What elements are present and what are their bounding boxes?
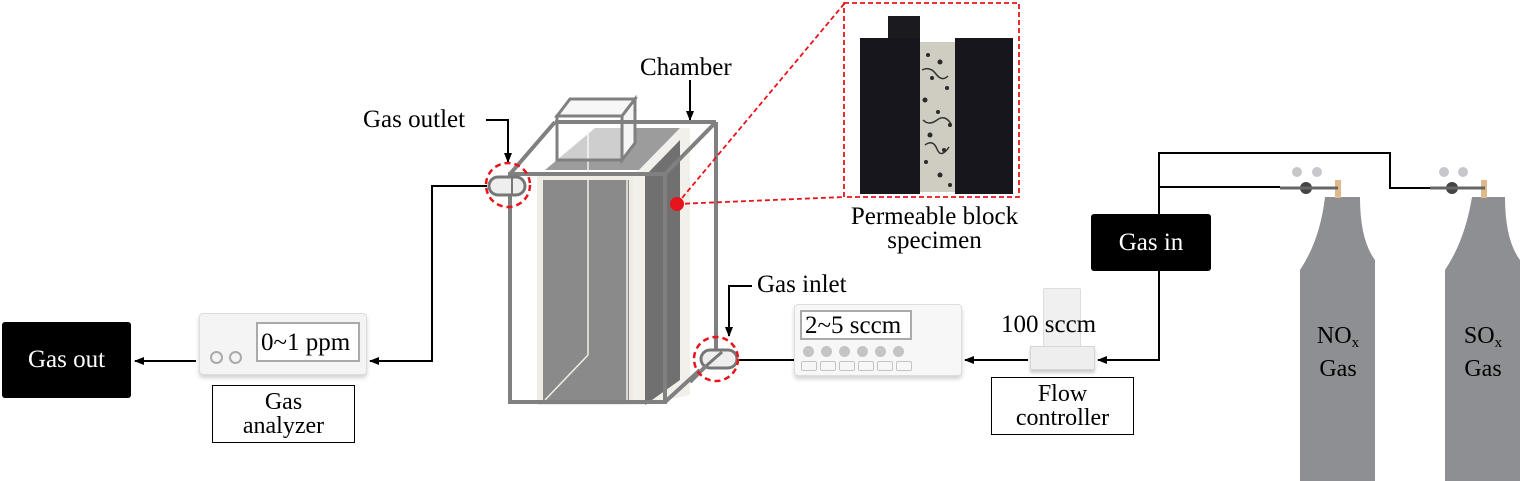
specimen-photo — [860, 16, 1013, 194]
gas-in-box: Gas in — [1091, 214, 1211, 271]
gas-analyzer-device: 0~1 ppm — [199, 313, 367, 375]
gas-inlet-highlight — [692, 335, 740, 383]
chamber-label: Chamber — [640, 54, 732, 81]
mass-flow-meter-device: 2~5 sccm — [794, 304, 962, 376]
nox-cylinder — [1280, 167, 1375, 481]
sox-cylinder — [1430, 167, 1520, 481]
nox-cylinder-label: NOx Gas — [1316, 323, 1360, 382]
sox-cylinder-label: SOx Gas — [1463, 323, 1503, 382]
line-gasin-to-fc — [1097, 268, 1160, 364]
gas-outlet-pointer — [486, 119, 512, 163]
gas-inlet-label: Gas inlet — [757, 271, 847, 298]
gas-out-box: Gas out — [2, 322, 131, 398]
flow-controller-device — [1030, 288, 1095, 370]
gas-outlet-port — [487, 175, 527, 197]
mfc-button-row — [803, 346, 904, 357]
specimen-label: Permeable block specimen — [850, 203, 1019, 254]
flow-controller-label: Flow controller — [991, 377, 1134, 435]
analyzer-display: 0~1 ppm — [256, 322, 360, 362]
analyzer-knob-icon — [229, 351, 242, 364]
analyzer-knob-icon — [210, 351, 223, 364]
mfc-display: 2~5 sccm — [800, 310, 912, 340]
mfc-key-row — [801, 361, 912, 371]
flow-controller-rate: 100 sccm — [1001, 311, 1097, 338]
gas-in-label: Gas in — [1118, 228, 1184, 256]
gas-out-label: Gas out — [27, 346, 106, 373]
line-gasin-to-sox — [1158, 152, 1430, 190]
specimen-callout-frame — [843, 2, 1020, 198]
gas-inlet-pointer — [725, 285, 752, 337]
line-gasin-to-nox — [1158, 186, 1280, 214]
line-outlet-to-analyzer — [369, 185, 487, 365]
chamber-drawing — [487, 94, 739, 405]
gas-analyzer-label: Gas analyzer — [212, 385, 355, 443]
gas-outlet-label: Gas outlet — [363, 106, 466, 133]
gas-outlet-highlight — [484, 161, 532, 209]
